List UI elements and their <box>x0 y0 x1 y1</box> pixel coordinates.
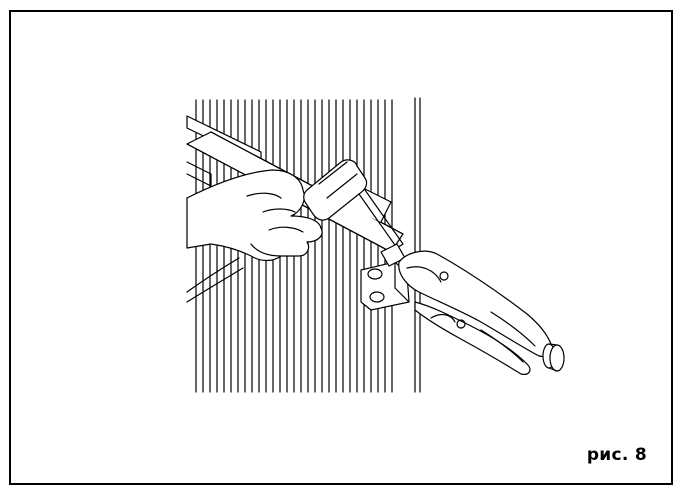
hand <box>186 169 323 303</box>
figure-frame: рис. 8 <box>9 10 673 485</box>
bracket <box>360 243 410 311</box>
locking-pliers <box>398 250 565 375</box>
figure-caption: рис. 8 <box>586 445 647 465</box>
hammer <box>303 159 404 249</box>
technical-illustration <box>186 97 565 393</box>
